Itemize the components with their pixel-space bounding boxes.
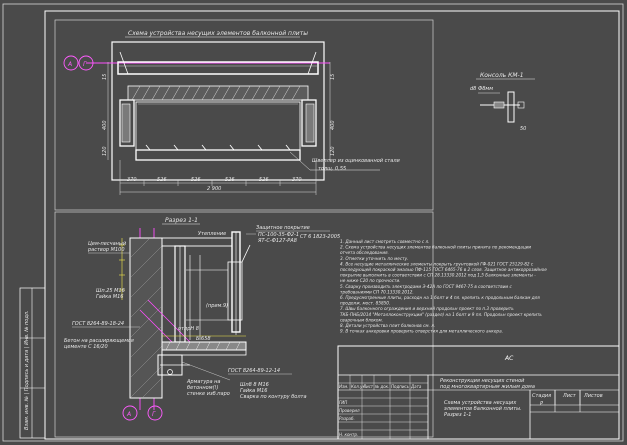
note-line: 4. Все несущие металлические элементы по… bbox=[340, 261, 534, 266]
plan-dim-left-a: 15 bbox=[102, 74, 108, 80]
console-dim2: 50 bbox=[520, 126, 526, 132]
note-line: 6. Предусмотренные плиты, расходн на 1 б… bbox=[340, 295, 540, 300]
section-label-bottom-2: бетонном(!) bbox=[187, 385, 218, 391]
note-line: ТКБ-ПНБ/2014 "Металлоконструкции" (разде… bbox=[340, 312, 542, 317]
note-line: 2. Схема устройства несущих элементов ба… bbox=[340, 245, 531, 250]
console-dim: d8 Ф8мм bbox=[470, 86, 493, 92]
section-label-bottom-1: Арматура на bbox=[186, 379, 220, 385]
plan-dim-total: 2 900 bbox=[207, 186, 221, 192]
section-label-left-6: Бетон на расширяющемся bbox=[64, 338, 134, 344]
note-line: сварочным блоком. bbox=[340, 317, 383, 322]
section-label-mid-3: Б 658 bbox=[196, 336, 211, 342]
section-label-left-1: Цем-песчаный bbox=[88, 241, 127, 247]
stamp-row-1: Изм. bbox=[339, 384, 348, 389]
section-label-bottom-7: Сварка по контуру болта bbox=[240, 394, 307, 400]
note-line: 7. Швы балконного ограждения и верхний п… bbox=[340, 306, 514, 311]
axis-g-label: Г bbox=[83, 61, 87, 68]
section-label-top-1: Утепление bbox=[198, 231, 226, 237]
section-label-top-5: СТ 6 1823-2005 bbox=[300, 234, 340, 240]
plan-callout: Швеллер из оцинкованной стали bbox=[312, 158, 401, 164]
note-line: 1. Данный лист смотреть совместно с л. bbox=[340, 239, 430, 244]
stamp-role-1: ГИП bbox=[339, 400, 347, 405]
section-view: Разрез 1-1 А Г bbox=[64, 217, 340, 421]
note-line: продолж. мост. 85850. bbox=[340, 301, 390, 306]
stamp-title-2: под многоквартирным жилым дома bbox=[440, 384, 535, 390]
section-axis-g: Г bbox=[152, 411, 156, 418]
note-line: отчета обследования. bbox=[340, 250, 389, 255]
stamp-row-3: Лист bbox=[362, 384, 374, 389]
stamp-row-6: Дата bbox=[410, 384, 422, 389]
stamp-code: АС bbox=[504, 355, 514, 362]
stamp-subtitle-2: элементов балконной плиты. bbox=[444, 406, 522, 412]
section-axis-a: А bbox=[126, 411, 131, 418]
section-axis-g-bubble bbox=[147, 405, 163, 421]
note-line: 9. В точках анкеровки проверить отверсти… bbox=[340, 329, 503, 334]
section-axis-a-bubble bbox=[122, 405, 138, 421]
section-label-bottom-4: ГОСТ 8264-89-12-14 bbox=[228, 368, 280, 374]
plan-dim-right-b: 15 bbox=[330, 74, 336, 80]
plan-dim-right-a: 400 bbox=[330, 120, 336, 130]
stamp-row-5: Подпись bbox=[391, 384, 410, 389]
section-label-mid-1: (прим.9) bbox=[206, 303, 228, 309]
stamp-role-4: Н. контр. bbox=[339, 432, 358, 437]
section-label-left-5: ГОСТ 8264-89-18-24 bbox=[72, 321, 124, 327]
axis-a-label: А bbox=[67, 61, 72, 68]
plan-title: Схема устройства несущих элементов балко… bbox=[128, 30, 308, 37]
plan-view: Схема устройства несущих элементов балко… bbox=[63, 30, 401, 195]
note-line: 5. Сварку производить электродами Э-42А … bbox=[340, 284, 512, 289]
console-title: Консоль КМ-1 bbox=[480, 72, 524, 79]
left-strip: Взам. инв. № | Подпись и дата | Инв. № п… bbox=[19, 287, 46, 439]
stamp-row-4: № док. bbox=[374, 384, 389, 389]
axis-a-bubble bbox=[63, 55, 79, 71]
section-label-left-2: раствор М100 bbox=[87, 247, 125, 253]
plan-dim-4: 526 bbox=[225, 177, 235, 183]
plan-dim-3: 526 bbox=[191, 177, 201, 183]
plan-dim-left-c: 120 bbox=[102, 146, 108, 156]
stamp-role-2: Проверил bbox=[339, 408, 360, 413]
section-label-bottom-6: Гайка М16 bbox=[240, 388, 267, 394]
section-label-left-3: Шп.25 М16 bbox=[96, 288, 125, 294]
section-label-bottom-3: стенке изб.паро bbox=[187, 391, 230, 397]
left-strip-text: Взам. инв. № | Подпись и дата | Инв. № п… bbox=[24, 310, 30, 430]
section-label-mid-2: отпрН 8 bbox=[178, 326, 199, 332]
stamp-subtitle-1: Схема устройства несущих bbox=[444, 400, 516, 406]
note-line: 8. Детали устройства плит балконов см. л… bbox=[340, 323, 435, 328]
plan-dim-5: 526 bbox=[259, 177, 269, 183]
section-label-bottom-5: Шп8 8 М16 bbox=[240, 382, 269, 388]
note-line: не ниже С20 по прочности. bbox=[340, 278, 401, 283]
stamp-col-stage: Стадия bbox=[532, 393, 551, 399]
console-detail: Консоль КМ-1 d8 Ф8мм 50 bbox=[470, 72, 535, 132]
section-label-left-7: цементе С 16/20 bbox=[64, 344, 108, 350]
section-label-top-2: Защитное покрытие bbox=[256, 225, 310, 231]
note-line: последующей покраской эмалью ПФ-115 ГОСТ… bbox=[340, 267, 547, 272]
section-label-top-4: ЯТ-С-Ф127-РА8 bbox=[257, 238, 297, 244]
plan-dim-2: 526 bbox=[157, 177, 167, 183]
section-label-top-3: ПС-100-35-Ф2-1 bbox=[258, 232, 299, 238]
plan-dim-left-b: 400 bbox=[102, 120, 108, 130]
title-block: Изм. Кол.уч. Лист № док. Подпись Дата ГИ… bbox=[337, 345, 620, 440]
plan-dim-1: 370 bbox=[127, 177, 137, 183]
stamp-col-sheet: Лист bbox=[562, 393, 577, 399]
note-line: 3. Отметки уточнить по месту. bbox=[340, 256, 408, 261]
plan-dim-6: 370 bbox=[292, 177, 302, 183]
plan-callout2: толщ. 0,55 bbox=[318, 166, 346, 172]
note-line: требованиями СП 70.13330.2012. bbox=[340, 289, 414, 294]
stamp-subtitle-3: Разрез 1-1 bbox=[444, 412, 471, 418]
note-line: покрытие выполнить в соответствии с СП 2… bbox=[340, 273, 536, 278]
sheet-outer-border bbox=[2, 3, 624, 442]
notes-block: 1. Данный лист смотреть совместно с л.2.… bbox=[340, 239, 547, 334]
plan-dim-right-c: 120 bbox=[330, 146, 336, 156]
section-title: Разрез 1-1 bbox=[165, 217, 198, 224]
stamp-title-1: Реконструкция несущих стеной bbox=[440, 378, 525, 384]
stamp-role-3: Разраб. bbox=[339, 416, 355, 421]
stamp-col-sheets: Листов bbox=[583, 393, 603, 399]
section-label-left-4: Гайка М16 bbox=[96, 294, 123, 300]
axis-g-bubble bbox=[78, 55, 94, 71]
stamp-stage-value: Р bbox=[540, 401, 543, 407]
sheet-frame bbox=[44, 10, 620, 440]
stamp-row-2: Кол.уч. bbox=[351, 384, 366, 389]
